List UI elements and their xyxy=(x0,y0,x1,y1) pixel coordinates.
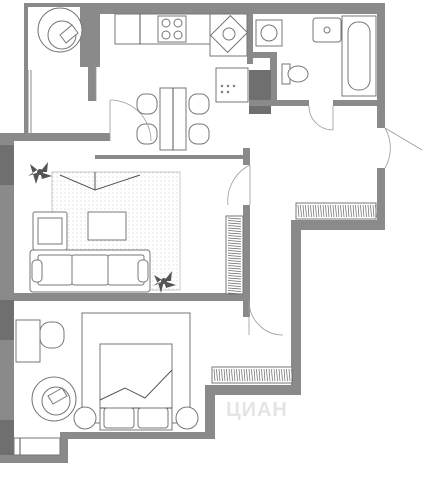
ceiling-lamp xyxy=(59,172,141,191)
balcony-bottom-left xyxy=(13,437,61,456)
fridge xyxy=(215,67,249,103)
kitchen-sink xyxy=(209,14,249,54)
balcony-bottom-hatch xyxy=(211,366,293,384)
door-bathroom xyxy=(308,105,334,131)
plant-living-bottom xyxy=(153,271,176,293)
plant-living-top xyxy=(28,162,52,184)
bathtub xyxy=(341,15,377,97)
door-kitchen xyxy=(109,99,152,142)
washing-machine xyxy=(255,19,283,47)
door-living xyxy=(227,164,251,206)
armchair-living xyxy=(32,211,68,251)
dining-table xyxy=(159,87,187,151)
nightstands xyxy=(73,406,199,430)
round-chair-bedroom xyxy=(31,376,77,422)
coffee-table xyxy=(87,211,127,241)
sofa xyxy=(29,249,151,293)
armchair-top-left xyxy=(37,7,83,53)
door-entrance xyxy=(384,127,423,169)
armchair-bedroom xyxy=(39,321,65,349)
radiator-living xyxy=(225,215,244,295)
toilet xyxy=(281,63,309,85)
bathroom-sink xyxy=(312,17,342,43)
watermark: ЦИАН xyxy=(226,399,288,421)
door-bedroom xyxy=(248,300,284,336)
double-bed xyxy=(99,343,173,431)
desk xyxy=(15,319,41,363)
stove xyxy=(157,15,187,43)
dining-chairs xyxy=(136,93,210,145)
balcony-right-hatch xyxy=(295,202,377,220)
windows xyxy=(7,4,240,415)
